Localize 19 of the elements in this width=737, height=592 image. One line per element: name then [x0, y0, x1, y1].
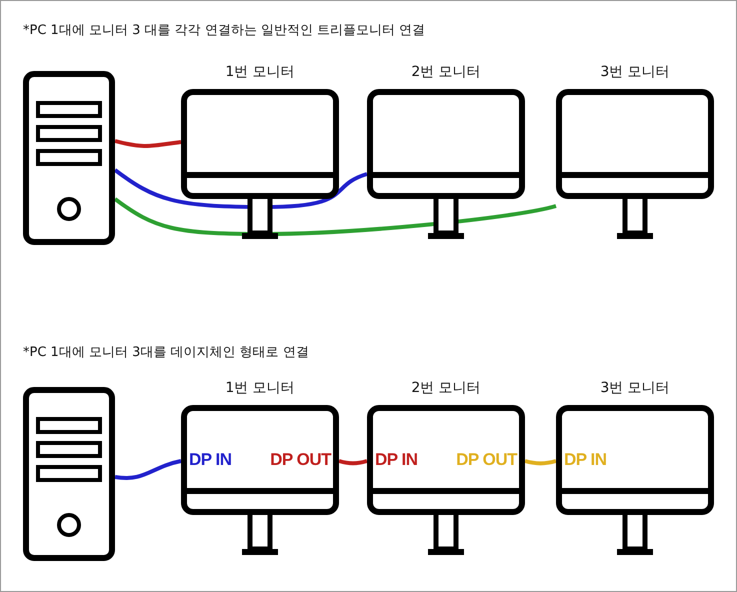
- cable-line: [524, 459, 557, 466]
- cable-line: [114, 459, 182, 480]
- port-label: DP OUT: [270, 450, 331, 470]
- section-heading: *PC 1대에 모니터 3 대를 각각 연결하는 일반적인 트리플모니터 연결: [23, 22, 426, 39]
- monitor-label: 1번 모니터: [224, 63, 296, 81]
- monitor-label: 3번 모니터: [599, 63, 671, 81]
- cable-line: [114, 197, 556, 236]
- monitor-label: 2번 모니터: [410, 379, 482, 397]
- cable-line: [338, 459, 368, 466]
- monitor-label: 3번 모니터: [599, 379, 671, 397]
- cable-line: [114, 168, 368, 209]
- section-heading: *PC 1대에 모니터 3대를 데이지체인 형태로 연결: [23, 344, 309, 361]
- monitor-label: 2번 모니터: [410, 63, 482, 81]
- cable-line: [114, 139, 182, 148]
- port-label: DP OUT: [456, 450, 517, 470]
- port-label: DP IN: [189, 450, 232, 470]
- port-label: DP IN: [375, 450, 418, 470]
- monitor-label: 1번 모니터: [224, 379, 296, 397]
- port-label: DP IN: [564, 450, 607, 470]
